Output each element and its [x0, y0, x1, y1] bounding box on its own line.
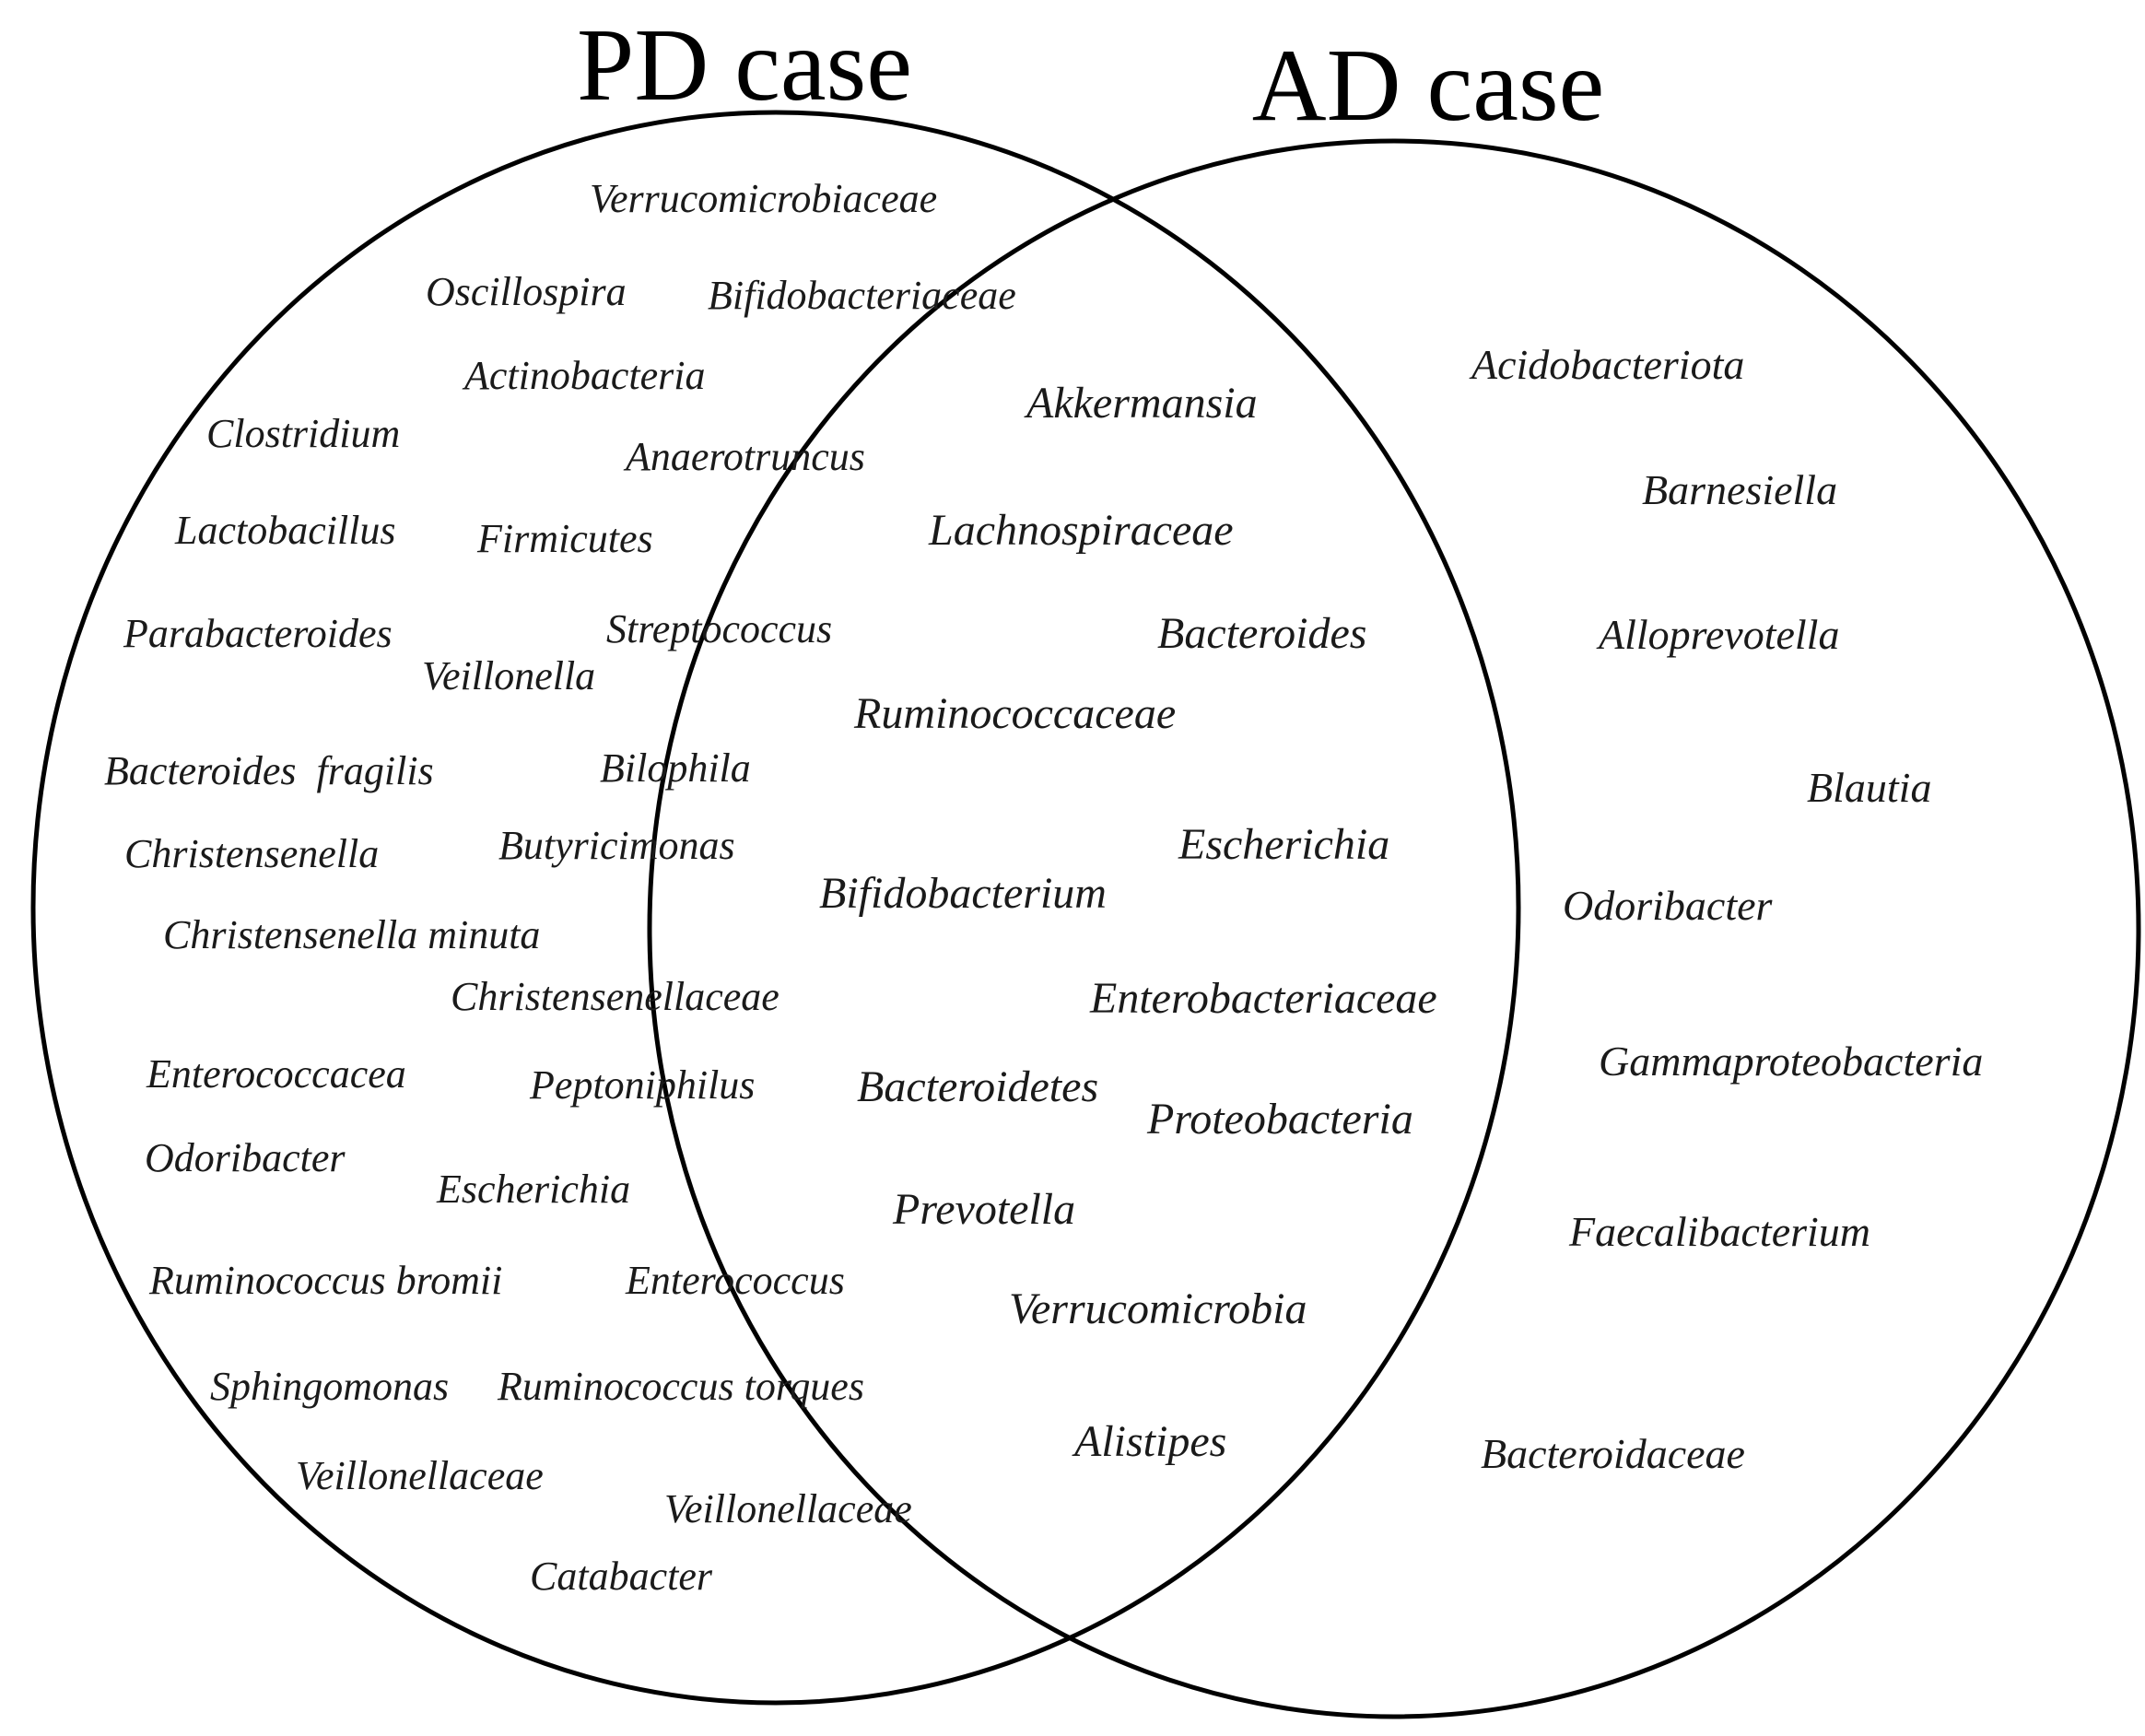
- pd-term-christensenella-13: Christensenella: [124, 831, 379, 876]
- pd-term-enterococcus-22: Enterococcus: [625, 1258, 845, 1303]
- pd-term-veillonella-10: Veillonella: [422, 653, 595, 698]
- pd-term-bifidobacteriaceae-2: Bifidobacteriaceae: [708, 273, 1016, 318]
- pd-term-parabacteroides-8: Parabacteroides: [123, 611, 393, 656]
- pd-term-bilophila-12: Bilophila: [600, 745, 751, 791]
- pd-term-firmicutes-7: Firmicutes: [476, 516, 653, 561]
- shared-term-akkermansia-0: Akkermansia: [1024, 379, 1258, 428]
- pd-term-christensenellaceae-16: Christensenellaceae: [451, 974, 779, 1019]
- pd-case-title: PD case: [577, 8, 912, 123]
- pd-term-butyricimonas-14: Butyricimonas: [498, 823, 735, 868]
- pd-term-bacteroides-fragilis-11: Bacteroides fragilis: [104, 748, 434, 793]
- shared-term-bifidobacterium-5: Bifidobacterium: [819, 869, 1107, 918]
- ad-only-terms: AcidobacteriotaBarnesiellaAlloprevotella…: [1469, 341, 1983, 1477]
- pd-term-verrucomicrobiaceae-0: Verrucomicrobiaceae: [590, 176, 937, 221]
- shared-term-bacteroidetes-7: Bacteroidetes: [857, 1062, 1098, 1111]
- ad-term-faecalibacterium-6: Faecalibacterium: [1568, 1208, 1870, 1255]
- pd-term-ruminococcus-torques-24: Ruminococcus torques: [497, 1364, 864, 1409]
- pd-term-veillonellaceae-25: Veillonellaceae: [296, 1453, 544, 1498]
- shared-term-escherichia-4: Escherichia: [1178, 820, 1389, 869]
- shared-term-bacteroides-2: Bacteroides: [1157, 609, 1366, 658]
- pd-term-veillonellaceae-26: Veillonellaceae: [664, 1486, 912, 1531]
- shared-term-ruminococcaceae-3: Ruminococcaceae: [853, 689, 1176, 738]
- pd-term-clostridium-4: Clostridium: [206, 411, 400, 456]
- pd-term-lactobacillus-6: Lactobacillus: [174, 508, 396, 553]
- shared-terms: AkkermansiaLachnospiraceaeBacteroidesRum…: [819, 379, 1437, 1466]
- ad-term-bacteroidaceae-7: Bacteroidaceae: [1481, 1430, 1745, 1477]
- pd-term-sphingomonas-23: Sphingomonas: [210, 1364, 449, 1409]
- shared-term-proteobacteria-8: Proteobacteria: [1146, 1095, 1413, 1144]
- shared-term-lachnospiraceae-1: Lachnospiraceae: [928, 506, 1234, 555]
- shared-term-alistipes-11: Alistipes: [1072, 1417, 1226, 1466]
- ad-case-circle: [647, 138, 2141, 1719]
- pd-term-ruminococcus-bromii-21: Ruminococcus bromii: [148, 1258, 502, 1303]
- pd-term-enterococcacea-17: Enterococcacea: [146, 1051, 406, 1097]
- shared-term-prevotella-9: Prevotella: [892, 1185, 1075, 1234]
- ad-term-blautia-3: Blautia: [1807, 764, 1931, 811]
- ad-term-odoribacter-4: Odoribacter: [1563, 882, 1774, 929]
- pd-term-peptoniphilus-18: Peptoniphilus: [529, 1062, 755, 1108]
- shared-term-enterobacteriaceae-6: Enterobacteriaceae: [1089, 974, 1437, 1023]
- pd-term-oscillospira-1: Oscillospira: [426, 269, 627, 314]
- ad-case-title: AD case: [1252, 29, 1604, 143]
- pd-term-catabacter-27: Catabacter: [530, 1554, 713, 1599]
- pd-term-escherichia-20: Escherichia: [436, 1167, 630, 1212]
- pd-term-odoribacter-19: Odoribacter: [145, 1135, 346, 1180]
- ad-term-barnesiella-1: Barnesiella: [1642, 466, 1837, 513]
- shared-term-verrucomicrobia-10: Verrucomicrobia: [1009, 1284, 1307, 1333]
- ad-term-gammaproteobacteria-5: Gammaproteobacteria: [1599, 1038, 1983, 1085]
- pd-case-circle: [30, 110, 1521, 1706]
- pd-term-streptococcus-9: Streptococcus: [606, 606, 832, 651]
- pd-term-christensenella-minuta-15: Christensenella minuta: [163, 912, 540, 957]
- ad-term-alloprevotella-2: Alloprevotella: [1596, 611, 1839, 658]
- pd-term-actinobacteria-3: Actinobacteria: [462, 353, 706, 398]
- pd-term-anaerotruncus-5: Anaerotruncus: [623, 434, 865, 479]
- ad-term-acidobacteriota-0: Acidobacteriota: [1469, 341, 1744, 388]
